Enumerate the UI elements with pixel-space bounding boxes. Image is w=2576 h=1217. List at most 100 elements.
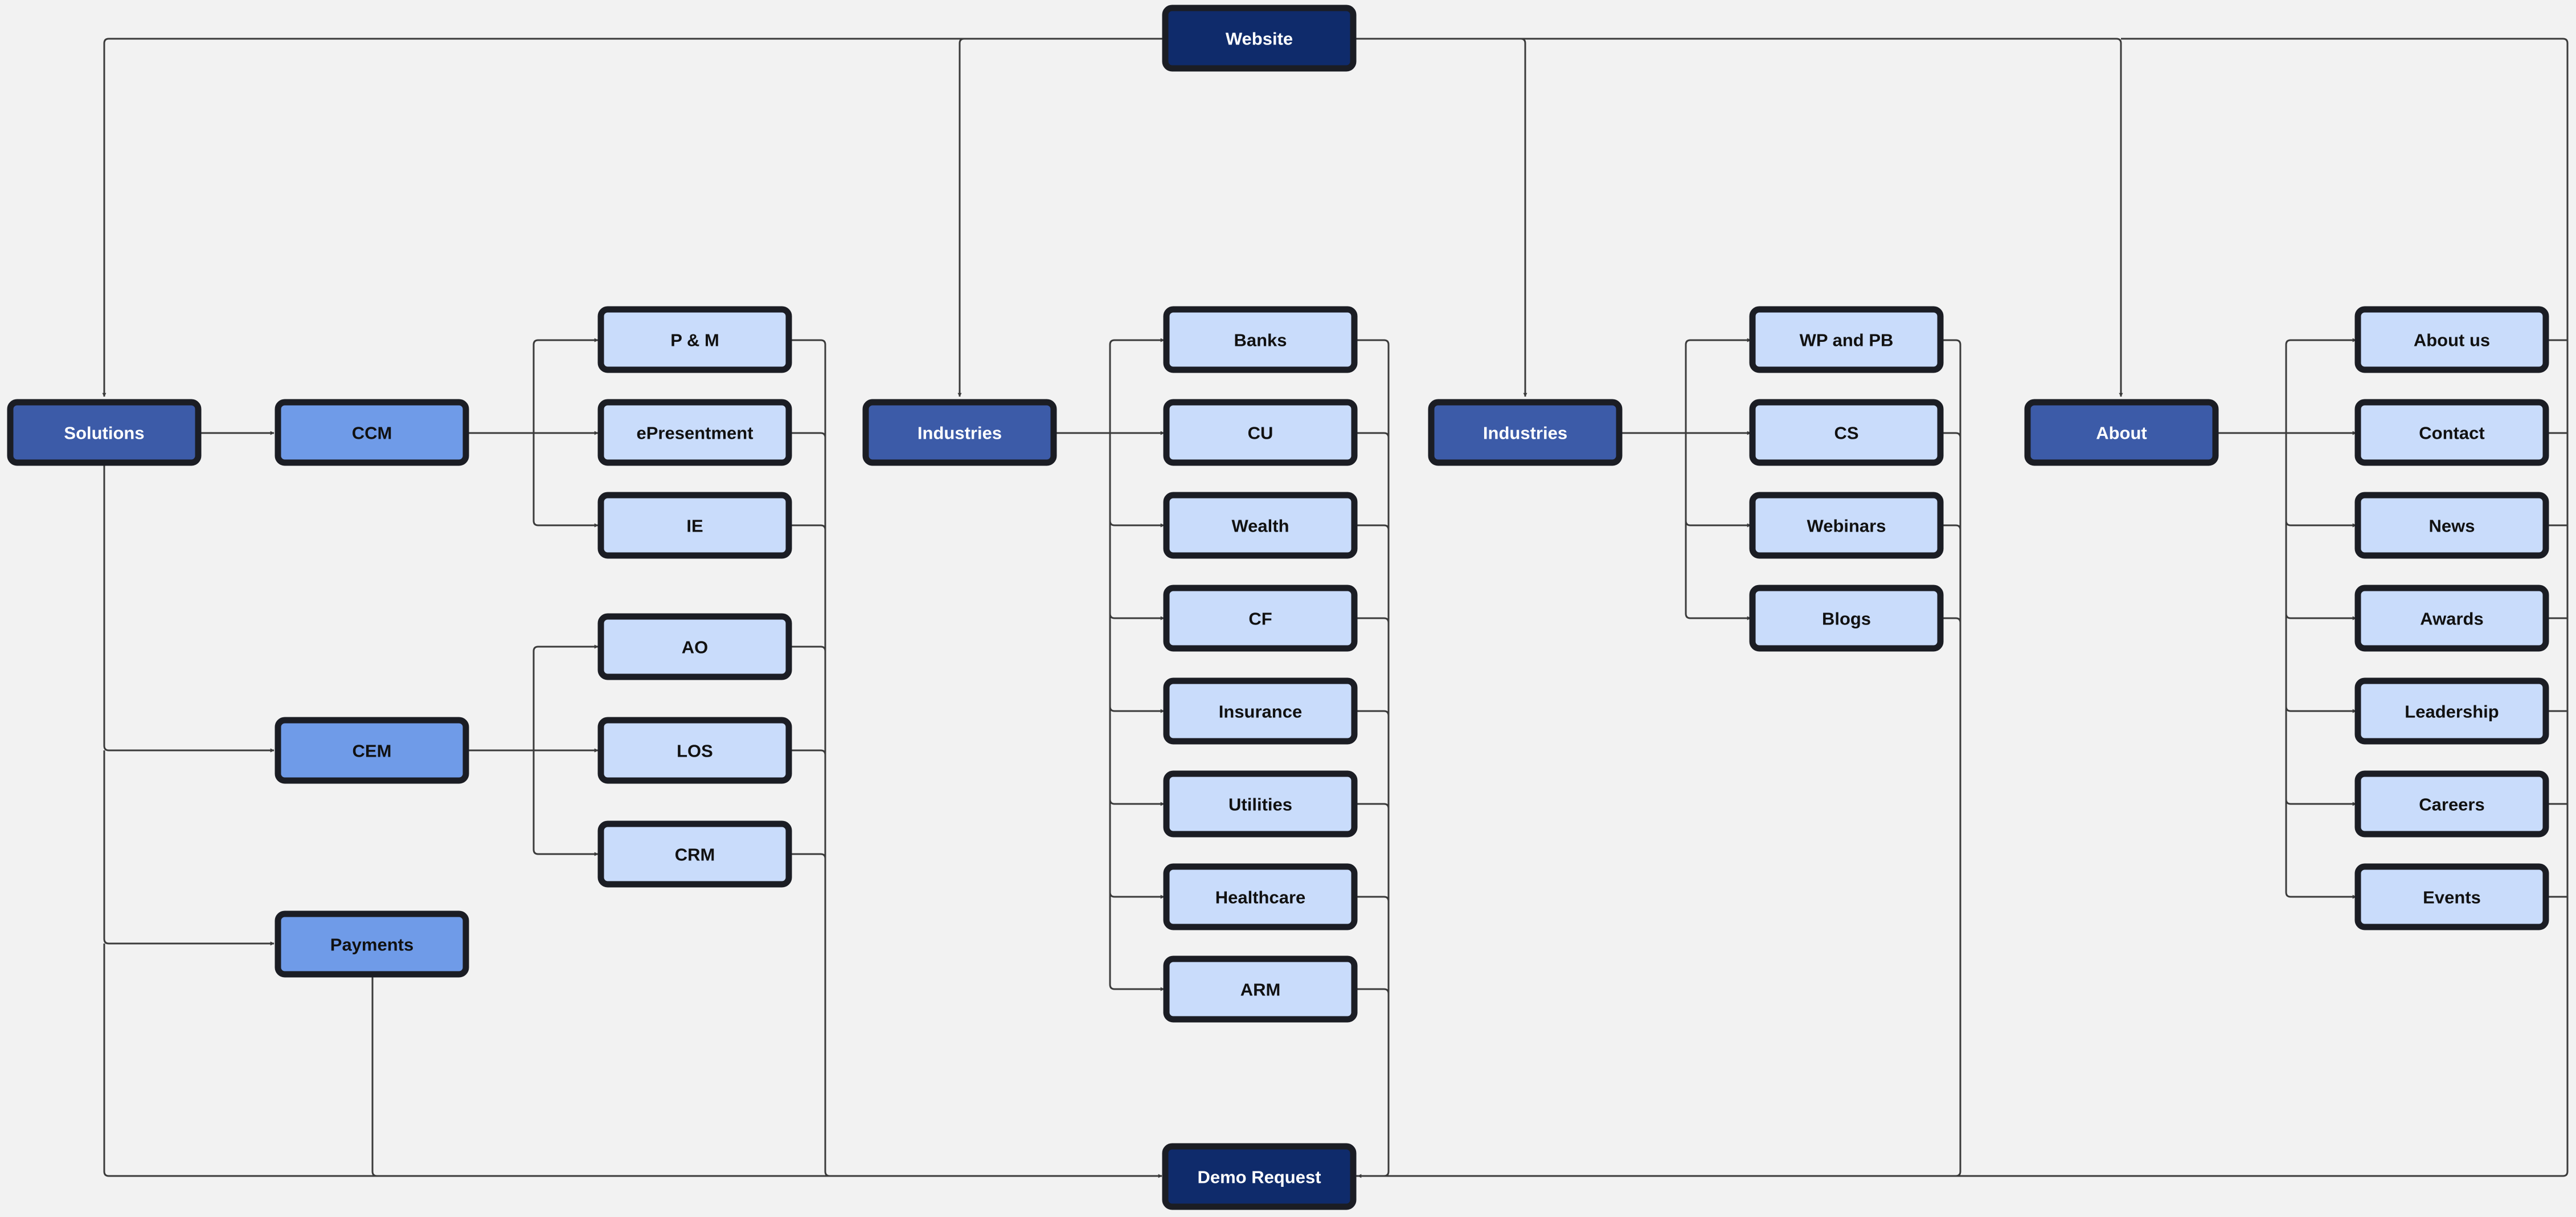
- connectors: [102, 38, 2569, 1178]
- nodes: Website Demo Request Solutions Industrie…: [7, 5, 2549, 1210]
- svg-text:CF: CF: [1248, 609, 1272, 629]
- svg-text:CU: CU: [1248, 423, 1273, 443]
- edge-about-careers: [2285, 799, 2357, 806]
- edge-ao-rail: [789, 646, 826, 652]
- node-cu[interactable]: CU: [1163, 399, 1358, 466]
- svg-text:Insurance: Insurance: [1219, 702, 1302, 722]
- node-wealth[interactable]: Wealth: [1163, 492, 1358, 559]
- edge-industries-1-banks: [1109, 338, 1165, 345]
- node-contact[interactable]: Contact: [2354, 399, 2549, 466]
- edge-about-events: [2285, 892, 2357, 899]
- node-about-us[interactable]: About us: [2354, 306, 2549, 373]
- edge-resources-rail: [1940, 339, 1961, 1177]
- node-awards[interactable]: Awards: [2354, 585, 2549, 652]
- svg-text:Solutions: Solutions: [64, 423, 144, 443]
- svg-text:Events: Events: [2423, 888, 2481, 908]
- svg-text:Careers: Careers: [2419, 795, 2484, 815]
- svg-text:Healthcare: Healthcare: [1215, 888, 1306, 908]
- node-leadership[interactable]: Leadership: [2354, 677, 2549, 745]
- edge-payments-demo: [371, 975, 378, 1177]
- edge-epresentment-rail: [789, 432, 826, 438]
- node-insurance[interactable]: Insurance: [1163, 677, 1358, 745]
- node-ao[interactable]: AO: [597, 613, 792, 680]
- edge-solutions-payments: [103, 750, 275, 946]
- edge-healthcare-rail: [1354, 896, 1390, 902]
- node-cs[interactable]: CS: [1749, 399, 1944, 466]
- svg-text:Demo Request: Demo Request: [1197, 1167, 1321, 1187]
- edge-ccm-ie: [533, 433, 599, 528]
- edge-blogs-rail: [1940, 617, 1961, 623]
- edge-website-industries-2: [1354, 38, 1527, 397]
- svg-text:ARM: ARM: [1240, 980, 1281, 1000]
- edge-industries-2-blogs: [1685, 613, 1751, 620]
- edge-webinars-rail: [1940, 524, 1961, 530]
- svg-text:Awards: Awards: [2420, 609, 2483, 629]
- node-healthcare[interactable]: Healthcare: [1163, 863, 1358, 930]
- edge-cu-rail: [1354, 432, 1390, 438]
- node-pm[interactable]: P & M: [597, 306, 792, 373]
- svg-text:AO: AO: [682, 638, 708, 657]
- svg-text:CCM: CCM: [352, 423, 392, 443]
- edge-crm-rail: [789, 853, 826, 859]
- node-ie[interactable]: IE: [597, 492, 792, 559]
- node-banks[interactable]: Banks: [1163, 306, 1358, 373]
- node-careers[interactable]: Careers: [2354, 770, 2549, 838]
- edge-wealth-rail: [1354, 524, 1390, 530]
- edge-solutions-cem: [103, 465, 275, 753]
- edge-website-right-rail: [1355, 38, 2569, 1177]
- node-cem[interactable]: CEM: [275, 717, 469, 784]
- edge-industries-2-webinars: [1685, 520, 1751, 528]
- svg-text:Leadership: Leadership: [2405, 702, 2499, 722]
- svg-text:Wealth: Wealth: [1231, 516, 1289, 536]
- node-website[interactable]: Website: [1162, 5, 1357, 72]
- node-payments[interactable]: Payments: [275, 910, 469, 978]
- svg-text:IE: IE: [686, 516, 703, 536]
- edge-ie-rail: [789, 524, 826, 530]
- edge-cem-crm: [533, 750, 599, 856]
- edge-cf-rail: [1354, 617, 1390, 623]
- edge-website-industries-1: [957, 38, 1164, 397]
- edge-industries-1-healthcare: [1109, 892, 1165, 899]
- edge-cs-rail: [1940, 432, 1961, 438]
- svg-text:CEM: CEM: [353, 741, 392, 761]
- node-los[interactable]: LOS: [597, 717, 792, 784]
- edge-solutions-demo: [103, 944, 1162, 1178]
- svg-text:P & M: P & M: [670, 330, 719, 350]
- node-industries-1[interactable]: Industries: [862, 399, 1057, 466]
- node-cf[interactable]: CF: [1163, 585, 1358, 652]
- node-news[interactable]: News: [2354, 492, 2549, 559]
- svg-text:CS: CS: [1834, 423, 1858, 443]
- svg-text:CRM: CRM: [675, 845, 715, 865]
- edge-los-rail: [789, 749, 826, 755]
- edge-leaves-rail-1: [789, 339, 830, 1177]
- edge-insurance-rail: [1354, 710, 1390, 716]
- edge-website-solutions: [102, 38, 1164, 397]
- edge-ccm-pm: [466, 338, 599, 434]
- svg-text:Banks: Banks: [1234, 330, 1287, 350]
- edge-industries-1-cf: [1109, 613, 1165, 620]
- node-blogs[interactable]: Blogs: [1749, 585, 1944, 652]
- edge-about-leadership: [2285, 706, 2357, 713]
- svg-text:About us: About us: [2414, 330, 2490, 350]
- node-solutions[interactable]: Solutions: [7, 399, 202, 466]
- node-arm[interactable]: ARM: [1163, 955, 1358, 1023]
- edge-arm-rail: [1354, 988, 1390, 994]
- edge-cem-ao: [466, 644, 599, 752]
- node-events[interactable]: Events: [2354, 863, 2549, 930]
- node-wp-and-pb[interactable]: WP and PB: [1749, 306, 1944, 373]
- edge-website-about: [1354, 38, 2123, 397]
- node-utilities[interactable]: Utilities: [1163, 770, 1358, 838]
- edge-about-about-us: [2285, 338, 2357, 345]
- node-industries-2[interactable]: Industries: [1428, 399, 1623, 466]
- node-epresentment[interactable]: ePresentment: [597, 399, 792, 466]
- node-ccm[interactable]: CCM: [275, 399, 469, 466]
- node-demo-request[interactable]: Demo Request: [1162, 1143, 1357, 1210]
- node-crm[interactable]: CRM: [597, 820, 792, 888]
- edge-industries-1-arm: [1109, 984, 1165, 991]
- svg-text:Payments: Payments: [330, 935, 413, 955]
- node-about[interactable]: About: [2024, 399, 2219, 466]
- node-webinars[interactable]: Webinars: [1749, 492, 1944, 559]
- edge-industries-1-utilities: [1109, 799, 1165, 806]
- edge-industries-2-wp: [1685, 338, 1751, 345]
